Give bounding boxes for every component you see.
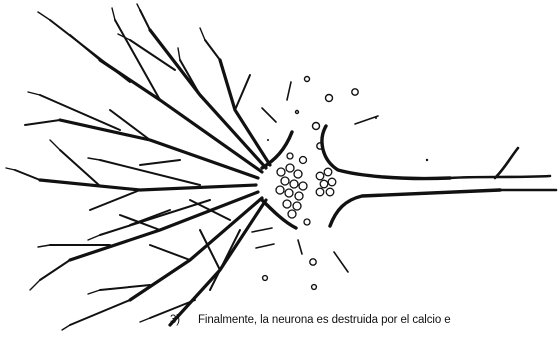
rupture-lines	[252, 82, 378, 272]
caption-text: Finalmente, la neurona es destruida por …	[198, 314, 451, 326]
released-vesicles	[263, 77, 359, 290]
dendrite-twigs	[6, 4, 205, 330]
caption-number: 3)	[150, 314, 180, 326]
figure-caption: 3) Finalmente, la neurona es destruida po…	[150, 314, 558, 326]
axon	[450, 148, 556, 190]
internal-vesicles	[276, 153, 336, 225]
specks	[267, 117, 428, 161]
dendrite-trunks	[40, 30, 270, 325]
